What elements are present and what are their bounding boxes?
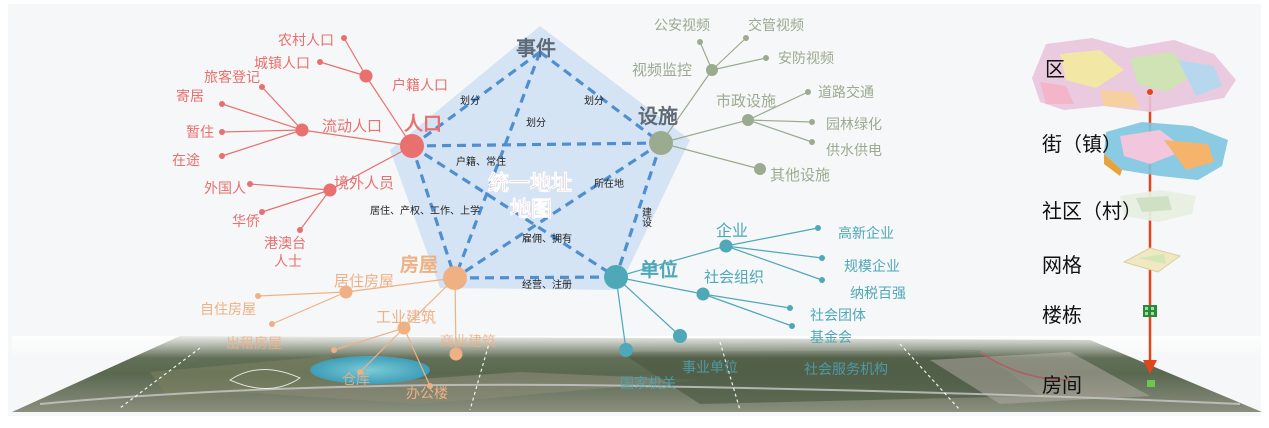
label-yuanlin: 园林绿化	[826, 117, 882, 133]
label-fuwu: 社会服务机构	[804, 362, 888, 378]
label-gaoxin: 高新企业	[838, 225, 894, 242]
label-nashui: 纳税百强	[850, 286, 906, 302]
label-gongye: 工业建筑	[376, 308, 436, 326]
label-jiaoguan: 交管视频	[748, 17, 804, 34]
label-chuzu: 出租房屋	[226, 336, 282, 352]
label-shizheng: 市政设施	[716, 92, 776, 110]
label-liudong: 流动人口	[322, 117, 382, 135]
label-nongcun: 农村人口	[278, 33, 334, 49]
label-renshi: 人士	[274, 254, 302, 270]
label-shangye: 商业建筑	[440, 334, 496, 350]
hierarchy-room: 房间	[1042, 373, 1082, 397]
hierarchy-street: 街（镇）	[1042, 132, 1122, 156]
grid-map-image	[1122, 247, 1182, 273]
label-cangku: 仓库	[342, 372, 370, 388]
building-icon	[1143, 305, 1157, 317]
label-lvke: 旅客登记	[204, 69, 260, 86]
facility-dots	[697, 35, 815, 175]
hub-house-label: 房屋	[400, 253, 438, 276]
hub-unit-dot	[604, 265, 628, 289]
label-waiguo: 外国人	[204, 181, 246, 197]
label-shipin: 视频监控	[632, 61, 692, 79]
relation-edges	[410, 50, 663, 280]
hub-nodes	[400, 131, 673, 290]
edge-label-2: 划分	[584, 94, 604, 107]
room-icon	[1147, 380, 1155, 387]
label-anfang: 安防视频	[778, 51, 834, 67]
hub-facility-dot	[649, 131, 673, 155]
edge-label-3: 划分	[526, 116, 546, 129]
hierarchy-arrow-head	[1143, 360, 1157, 374]
street-map-image	[1104, 122, 1228, 180]
label-qiye: 企业	[716, 221, 748, 240]
label-zizhu: 自住房屋	[200, 302, 256, 318]
hierarchy-grid: 网格	[1042, 253, 1082, 277]
edge-label-6: 建设	[640, 206, 652, 228]
hub-house-dot	[443, 266, 467, 290]
edge-label-4: 户籍、常住	[456, 155, 506, 168]
community-map-image	[1120, 190, 1196, 222]
label-gongshui: 供水供电	[826, 143, 882, 159]
center-title-line1: 统一地址	[488, 171, 572, 195]
label-chengzhen: 城镇人口	[254, 56, 310, 72]
label-bangong: 办公楼	[406, 386, 448, 402]
hub-population-label: 人口	[404, 113, 442, 135]
center-title-line2: 地图	[510, 197, 552, 221]
hub-unit-label: 单位	[640, 258, 678, 281]
label-guojia: 国家机关	[620, 375, 676, 392]
edge-label-1: 划分	[460, 94, 480, 107]
unit-branch	[615, 227, 823, 351]
label-gangao: 港澳台	[264, 236, 306, 252]
hierarchy-community: 社区（村）	[1042, 199, 1142, 223]
label-xiaoshi: 事业单位	[682, 360, 738, 376]
district-map-image	[1032, 38, 1236, 112]
label-huaqiao: 华侨	[232, 214, 260, 230]
blue-pentagon-area	[390, 26, 690, 290]
edge-label-8: 雇佣、拥有	[522, 232, 572, 245]
label-qita: 其他设施	[770, 166, 830, 184]
label-tuanti: 社会团体	[810, 308, 866, 324]
label-zanzhu: 暂住	[186, 125, 214, 141]
unit-dots	[619, 225, 825, 357]
label-guimo: 规模企业	[844, 258, 900, 275]
edge-label-7: 居住、产权、工作、上学	[370, 204, 480, 217]
label-gongan: 公安视频	[654, 18, 710, 34]
house-branch	[257, 277, 457, 387]
label-huji: 户籍人口	[392, 77, 448, 94]
hub-event-label: 事件	[516, 36, 556, 60]
label-zaitu: 在途	[172, 152, 200, 169]
population-branch	[221, 37, 413, 231]
label-shehui: 社会组织	[704, 268, 764, 286]
label-jijin: 基金会	[810, 329, 852, 346]
label-daolu: 道路交通	[818, 84, 874, 101]
hierarchy-building: 楼栋	[1042, 303, 1082, 327]
house-dots	[255, 285, 463, 389]
population-dots	[219, 35, 373, 233]
hierarchy-panel: 区 街（镇） 社区（村） 网格 楼栋 房间	[1032, 38, 1236, 397]
label-juzhu: 居住房屋	[334, 272, 394, 290]
edge-label-9: 经营、注册	[522, 278, 572, 291]
hub-facility-label: 设施	[638, 104, 678, 128]
edge-label-5: 所在地	[594, 177, 624, 190]
hub-population-dot	[400, 134, 424, 158]
label-jiju: 寄居	[176, 88, 204, 105]
hierarchy-district: 区	[1045, 57, 1065, 81]
satellite-ground-plane	[12, 336, 1262, 412]
label-jingwai: 境外人员	[334, 174, 394, 192]
